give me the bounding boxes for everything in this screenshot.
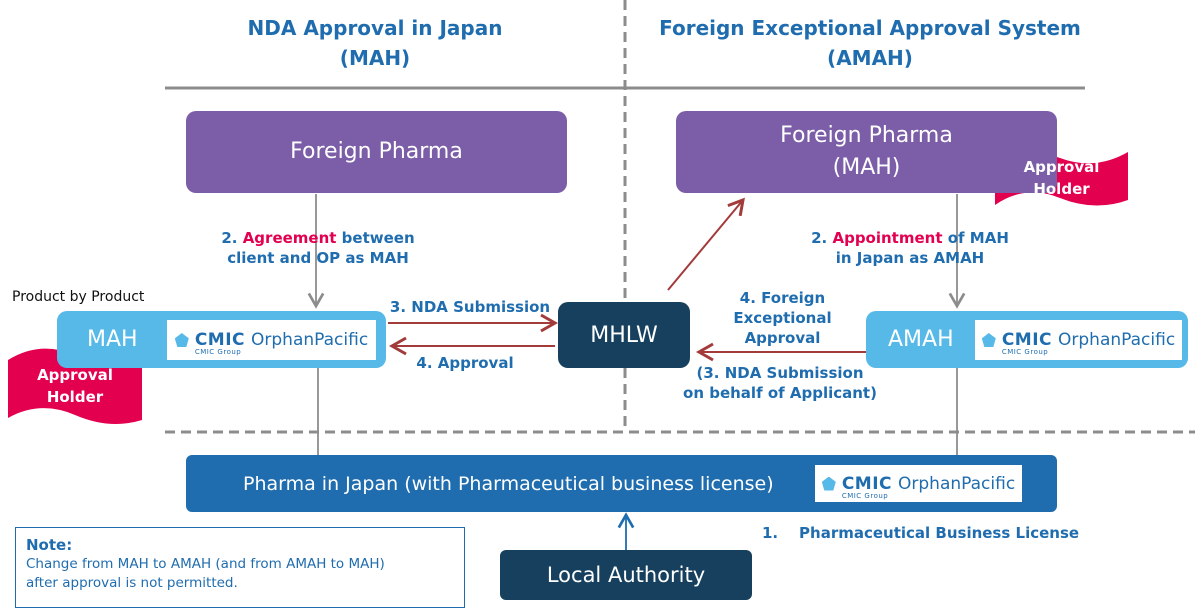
note-box: Note: Change from MAH to AMAH (and from … [15, 527, 465, 608]
mhlw-box: MHLW [558, 302, 690, 368]
note-line1: Change from MAH to AMAH (and from AMAH t… [26, 556, 385, 572]
pharma-japan-label: Pharma in Japan (with Pharmaceutical bus… [243, 472, 774, 495]
flag-line1: Approval [37, 366, 113, 384]
local-authority-label: Local Authority [546, 563, 706, 587]
license-label: 1. Pharmaceutical Business License [762, 524, 1080, 542]
foreign-pharma-right-label: Foreign Pharma [780, 123, 953, 148]
header-left-sub: (MAH) [339, 46, 411, 70]
mah-label: MAH [87, 327, 138, 352]
header-right: Foreign Exceptional Approval System (AMAH… [640, 13, 1100, 73]
product-by-product-label: Product by Product [12, 289, 145, 305]
nda-submission-label: 3. NDA Submission [389, 298, 551, 316]
local-authority-box: Local Authority [500, 550, 752, 600]
flag-line2: Holder [1033, 180, 1090, 198]
note-line2: after approval is not permitted. [26, 575, 238, 591]
flag-line1: Approval [1023, 158, 1100, 176]
foreign-pharma-right-sub: (MAH) [832, 155, 901, 180]
header-left-title: NDA Approval in Japan [247, 16, 503, 40]
arrow-mhlw-to-foreign [667, 197, 745, 291]
header-right-title: Foreign Exceptional Approval System [659, 16, 1081, 40]
approval-label: 4. Approval [416, 354, 514, 372]
amah-label: AMAH [888, 327, 954, 352]
cmic-house-icon [981, 333, 996, 347]
foreign-pharma-left-label: Foreign Pharma [290, 139, 463, 164]
header-left: NDA Approval in Japan (MAH) [175, 13, 575, 73]
foreign-pharma-left-box: Foreign Pharma [186, 111, 567, 193]
cmic-house-icon [174, 333, 189, 347]
cmic-house-icon [821, 476, 836, 491]
mhlw-label: MHLW [590, 322, 658, 348]
note-title: Note: [26, 536, 73, 554]
foreign-pharma-right-box: Foreign Pharma (MAH) [676, 111, 1057, 193]
flag-line2: Holder [46, 388, 104, 406]
header-right-sub: (AMAH) [827, 46, 913, 70]
